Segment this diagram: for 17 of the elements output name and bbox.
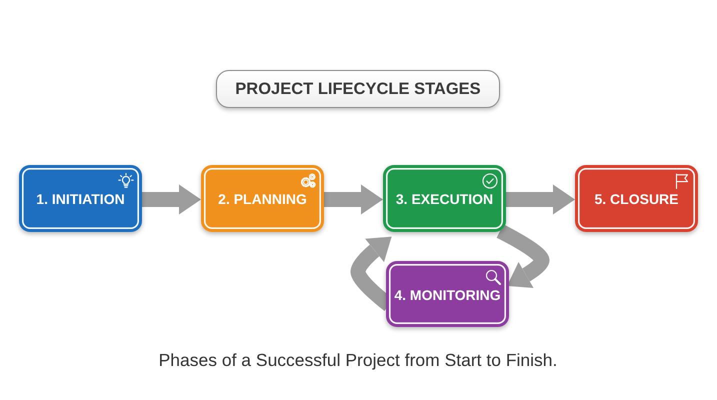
stage-label: 5. CLOSURE xyxy=(594,191,678,208)
arrow xyxy=(496,224,550,288)
arrow xyxy=(142,184,201,214)
diagram-title: PROJECT LIFECYCLE STAGES xyxy=(235,80,481,98)
stage-box xyxy=(19,165,142,232)
stage-label: 4. MONITORING xyxy=(394,286,501,304)
arrow xyxy=(350,236,394,311)
stage-label: 2. PLANNING xyxy=(218,191,307,208)
stage-box xyxy=(201,165,324,232)
stage-box xyxy=(383,165,506,232)
caption: Phases of a Successful Project from Start to Finish. xyxy=(158,350,558,371)
stage-box xyxy=(575,165,698,232)
stage-label: 3. EXECUTION xyxy=(396,191,494,208)
arrow xyxy=(506,184,575,214)
arrow xyxy=(324,184,383,214)
stage-label: 1. INITIATION xyxy=(36,191,125,208)
stage-box xyxy=(386,261,509,327)
